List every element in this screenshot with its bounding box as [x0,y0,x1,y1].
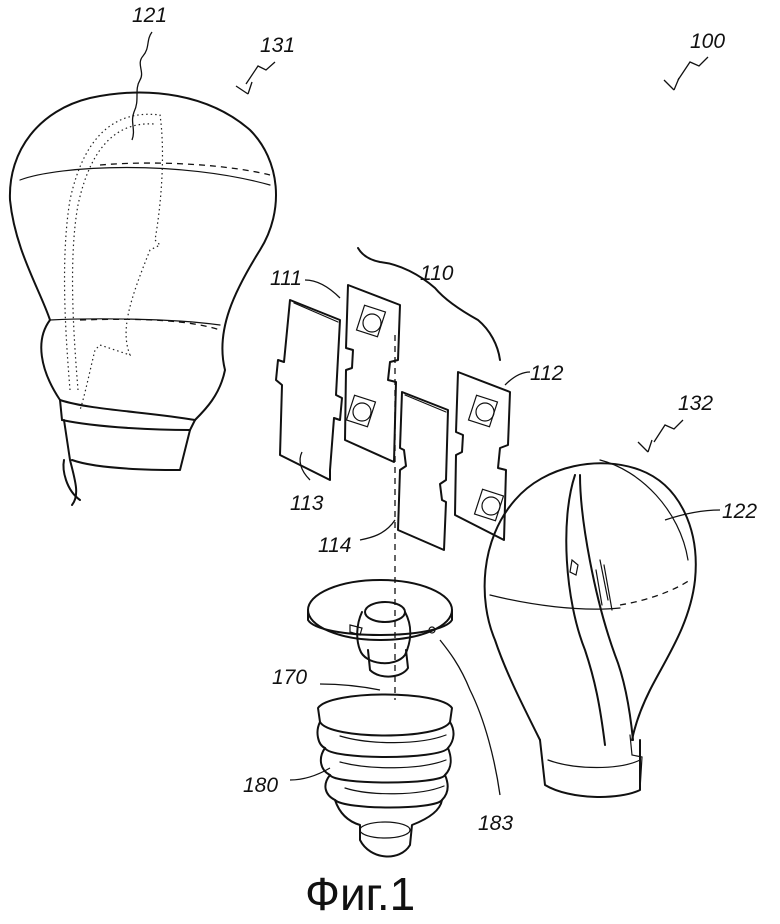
leader-lines [131,31,721,796]
figure-caption: Фиг.1 [305,868,415,920]
label-180: 180 [243,774,278,797]
label-110: 110 [420,262,454,285]
label-183: 183 [478,812,513,835]
label-114: 114 [318,534,351,557]
label-131: 131 [260,34,295,57]
label-100: 100 [690,30,725,53]
base-180 [316,693,455,858]
bulb-half-right [483,459,697,798]
label-111: 111 [270,267,302,290]
label-122: 122 [722,500,757,523]
label-170: 170 [272,666,307,689]
mount-183 [307,579,453,678]
heatsink-114 [397,391,449,551]
label-132: 132 [678,392,713,415]
heatsink-113 [275,299,343,481]
label-112: 112 [530,362,564,385]
label-113: 113 [290,492,324,515]
led-board-111 [344,284,401,463]
bracket-110 [357,247,501,361]
bulb-half-left [8,91,277,506]
label-121: 121 [132,4,167,27]
led-board-112 [454,371,511,541]
